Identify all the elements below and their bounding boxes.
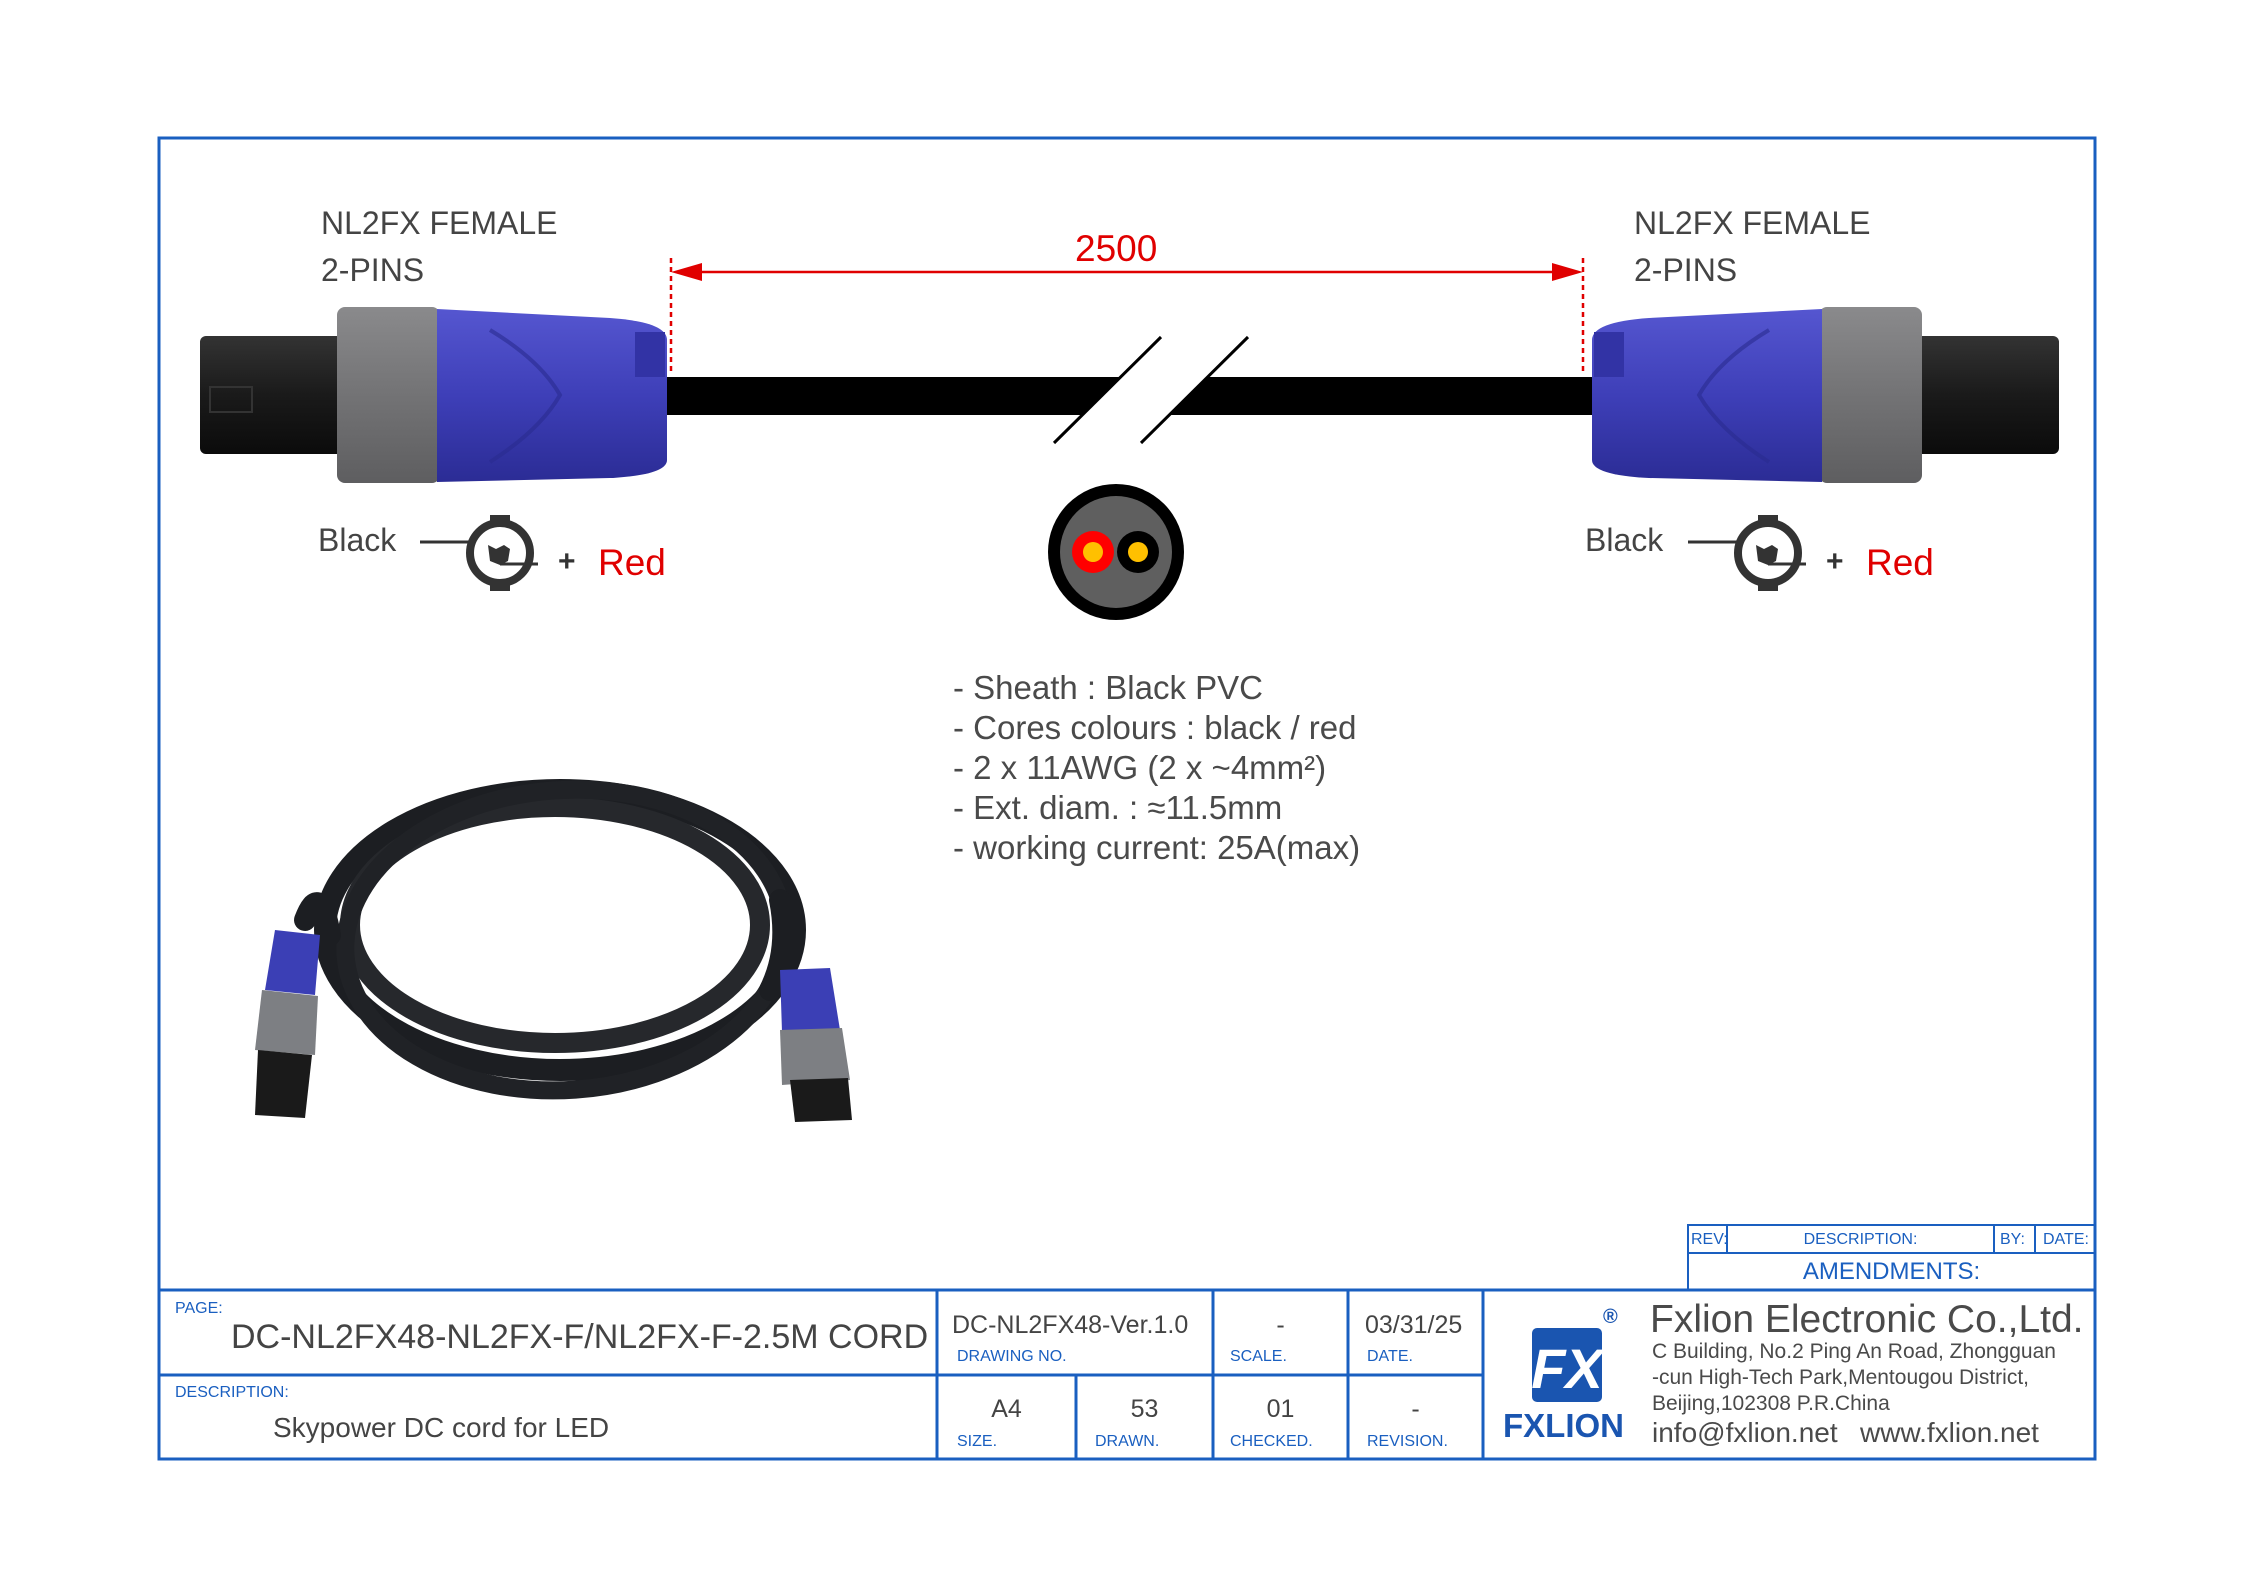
drawn-label: DRAWN. [1095, 1433, 1160, 1450]
spec-line: - Cores colours : black / red [953, 709, 1357, 746]
size-label: SIZE. [957, 1433, 998, 1450]
page-title: DC-NL2FX48-NL2FX-F/NL2FX-F-2.5M CORD [231, 1318, 929, 1356]
left-black-label: Black [318, 522, 397, 558]
right-connector-image [1592, 307, 2059, 483]
company-address: C Building, No.2 Ping An Road, Zhongguan… [1652, 1339, 2056, 1417]
amendments-title: AMENDMENTS: [1802, 1258, 1981, 1285]
product-photo [255, 779, 852, 1122]
amendments-grid [1687, 1224, 2096, 1291]
address-line: -cun High-Tech Park,Mentougou District, [1652, 1366, 2029, 1389]
spec-line: - Ext. diam. : ≈11.5mm [953, 789, 1283, 826]
svg-text:FX: FX [1531, 1337, 1606, 1400]
date-value: 03/31/25 [1365, 1311, 1463, 1339]
company-website[interactable]: www.fxlion.net [1860, 1417, 2039, 1448]
page-label: PAGE: [175, 1300, 223, 1317]
size-value: A4 [991, 1395, 1022, 1423]
left-pinout-symbol-icon [420, 515, 538, 591]
drawing-border [157, 136, 2097, 1461]
left-plus-sign: + [558, 545, 576, 578]
cable-specs: - Sheath : Black PVC - Cores colours : b… [953, 668, 1360, 868]
break-line [1139, 335, 1250, 445]
length-dimension-line [669, 258, 1585, 375]
right-connector-name: NL2FX FEMALE [1634, 205, 1871, 241]
break-line [1052, 335, 1163, 445]
address-line: C Building, No.2 Ping An Road, Zhongguan [1652, 1340, 2056, 1363]
fxlion-logo: FX [1531, 1328, 1606, 1402]
address-line: Beijing,102308 P.R.China [1652, 1392, 1890, 1415]
cable-cross-section-icon [1048, 484, 1184, 620]
left-connector-name: NL2FX FEMALE [321, 205, 558, 241]
company-email[interactable]: info@fxlion.net [1652, 1417, 1838, 1448]
description-label: DESCRIPTION: [175, 1384, 289, 1401]
amend-by-header: BY: [2000, 1231, 2025, 1248]
right-red-label: Red [1866, 542, 1934, 583]
right-pinout-symbol-icon [1688, 515, 1806, 591]
left-connector-pins: 2-PINS [321, 252, 425, 288]
right-connector-pins: 2-PINS [1634, 252, 1738, 288]
revision-value: - [1411, 1395, 1420, 1423]
right-plus-sign: + [1826, 545, 1844, 578]
checked-value: 01 [1266, 1395, 1295, 1423]
checked-label: CHECKED. [1230, 1433, 1313, 1450]
amend-description-header: DESCRIPTION: [1803, 1231, 1918, 1248]
logo-text: FXLION [1503, 1407, 1624, 1444]
amend-date-header: DATE: [2043, 1231, 2089, 1248]
spec-line: - working current: 25A(max) [953, 829, 1361, 866]
revision-label: REVISION. [1367, 1433, 1448, 1450]
length-dimension-value: 2500 [1075, 228, 1158, 269]
drawn-value: 53 [1130, 1395, 1159, 1423]
scale-value: - [1276, 1311, 1285, 1339]
spec-line: - Sheath : Black PVC [953, 669, 1263, 706]
cable-break-gap [1054, 337, 1248, 443]
description-value: Skypower DC cord for LED [273, 1412, 610, 1443]
right-black-label: Black [1585, 522, 1664, 558]
scale-label: SCALE. [1230, 1348, 1287, 1365]
amend-rev-header: REV: [1691, 1231, 1728, 1248]
registered-mark: ® [1603, 1306, 1618, 1328]
company-name: Fxlion Electronic Co.,Ltd. [1650, 1298, 2084, 1341]
spec-line: - 2 x 11AWG (2 x ~4mm²) [953, 749, 1327, 786]
left-red-label: Red [598, 542, 666, 583]
drawing-no-label: DRAWING NO. [957, 1348, 1067, 1365]
drawing-no-value: DC-NL2FX48-Ver.1.0 [952, 1311, 1189, 1339]
date-label: DATE. [1367, 1348, 1413, 1365]
left-connector-image [200, 307, 667, 483]
